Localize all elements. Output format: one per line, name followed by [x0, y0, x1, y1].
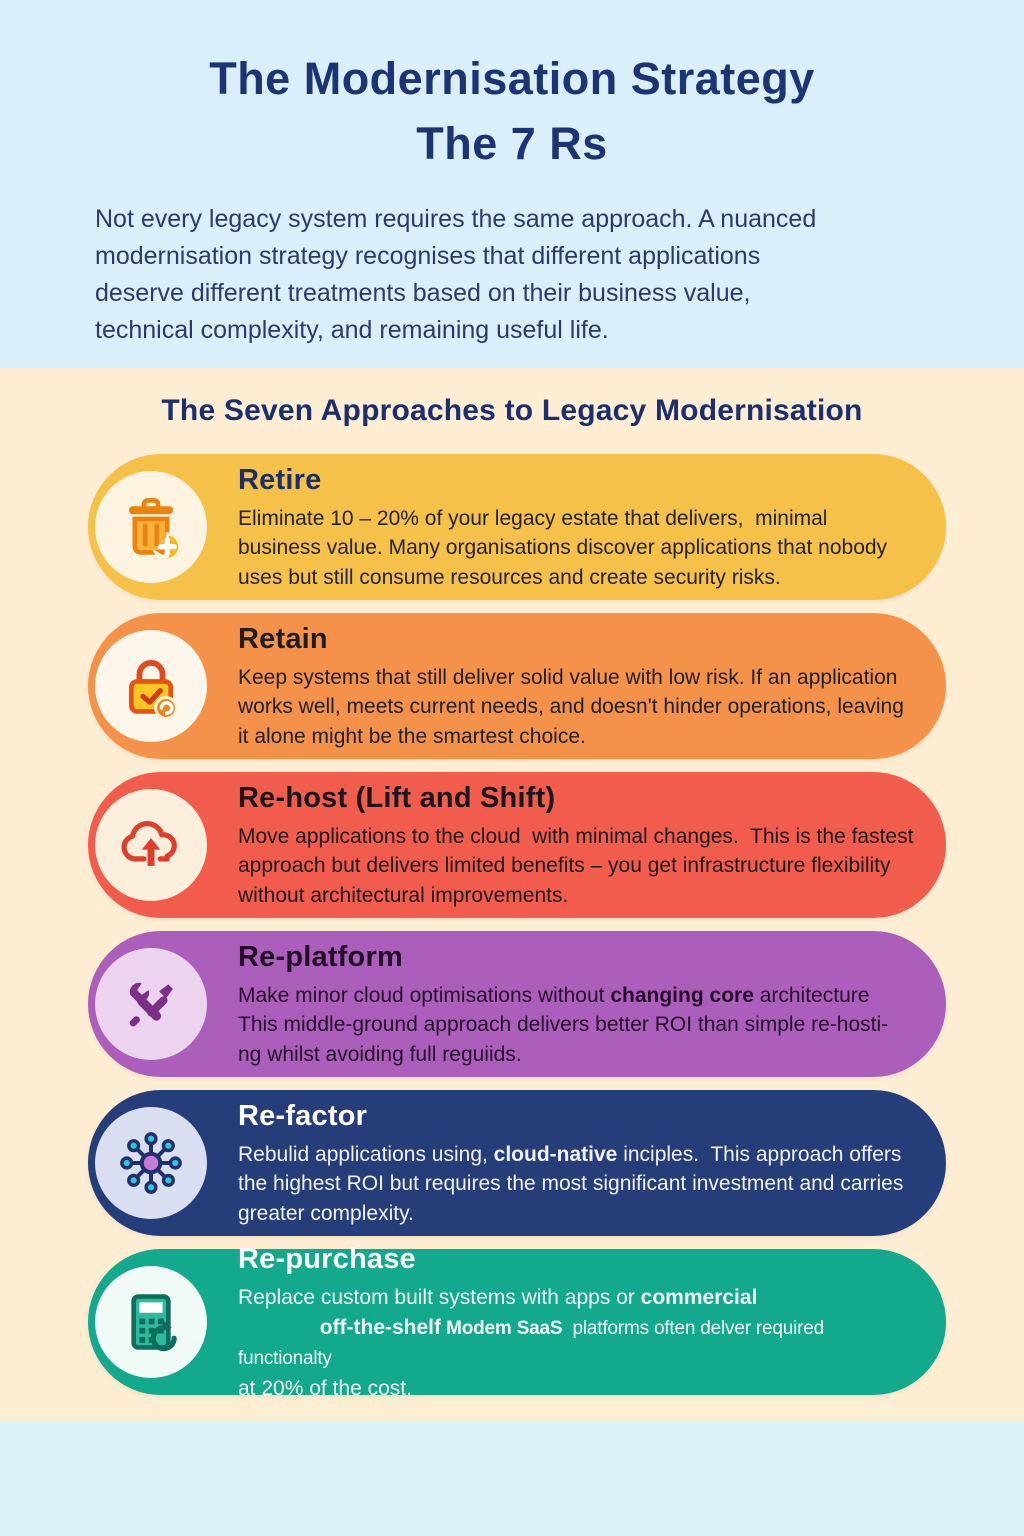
bottom-background-band: [0, 1422, 1024, 1536]
lock-icon: [129, 660, 178, 720]
tools-icon: [129, 982, 173, 1027]
calculator-icon: [131, 1294, 177, 1352]
retain-description: Keep systems that still deliver solid va…: [238, 665, 904, 748]
intro-paragraph: Not every legacy system requires the sam…: [95, 204, 817, 344]
repurchase-description: Replace custom built systems with apps o…: [238, 1286, 830, 1400]
page-title-line2: The 7 Rs: [416, 118, 608, 170]
repurchase-content: Re-purchase Replace custom built systems…: [238, 1241, 916, 1403]
section-heading: The Seven Approaches to Legacy Modernisa…: [161, 394, 863, 427]
top-background-band: [0, 0, 1024, 368]
card-retain: Retain Keep systems that still deliver s…: [88, 613, 946, 759]
retire-icon-circle: [95, 471, 207, 583]
replatform-content: Re-platform Make minor cloud optimisatio…: [238, 939, 888, 1070]
replatform-icon-circle: [95, 948, 207, 1060]
retire-content: Retire Eliminate 10 – 20% of your legacy…: [238, 462, 887, 593]
page-title-line1: The Modernisation Strategy: [209, 53, 815, 104]
card-retire: Retire Eliminate 10 – 20% of your legacy…: [88, 454, 946, 600]
trash-icon: [129, 498, 182, 562]
refactor-description: Rebulid applications using, cloud-native…: [238, 1142, 904, 1225]
refactor-title: Re-factor: [238, 1099, 368, 1132]
rehost-title: Re-host (Lift and Shift): [238, 781, 556, 814]
card-repurchase: Re-purchase Replace custom built systems…: [88, 1243, 946, 1400]
refactor-icon-circle: [95, 1107, 207, 1219]
rehost-icon-circle: [95, 789, 207, 901]
approaches-section: The Seven Approaches to Legacy Modernisa…: [0, 368, 1024, 1408]
repurchase-title: Re-purchase: [238, 1243, 416, 1275]
retire-description: Eliminate 10 – 20% of your legacy estate…: [238, 506, 888, 589]
network-icon: [120, 1132, 182, 1194]
card-list: Retire Eliminate 10 – 20% of your legacy…: [0, 454, 1024, 1400]
repurchase-icon-circle: [95, 1266, 207, 1378]
retain-title: Retain: [238, 622, 328, 655]
card-refactor: Re-factor Rebulid applications using, cl…: [88, 1090, 946, 1236]
refactor-content: Re-factor Rebulid applications using, cl…: [238, 1098, 903, 1229]
replatform-title: Re-platform: [238, 940, 403, 973]
card-rehost: Re-host (Lift and Shift) Move applicatio…: [88, 772, 946, 918]
retain-icon-circle: [95, 630, 207, 742]
card-replatform: Re-platform Make minor cloud optimisatio…: [88, 931, 946, 1077]
replatform-description: Make minor cloud optimisations without c…: [238, 983, 889, 1066]
retain-content: Retain Keep systems that still deliver s…: [238, 621, 904, 752]
rehost-description: Move applications to the cloud with mini…: [238, 824, 914, 907]
rehost-content: Re-host (Lift and Shift) Move applicatio…: [238, 780, 913, 911]
cloud-upload-icon: [121, 821, 177, 866]
retire-title: Retire: [238, 463, 322, 496]
